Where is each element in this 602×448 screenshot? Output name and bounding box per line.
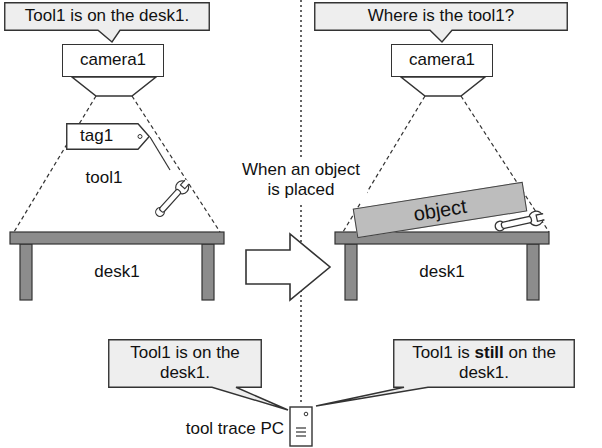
node-text: tag1 [80, 126, 113, 146]
transition-arrow [246, 234, 330, 300]
pc-icon [296, 435, 306, 436]
pc-icon [304, 412, 308, 416]
desk-leg [527, 244, 539, 300]
speech-bubble: Where is the tool1? [314, 2, 568, 31]
tag-string [150, 137, 170, 170]
pc-icon [290, 407, 312, 446]
speech-bubble: Tool1 is still on the desk1. [393, 339, 575, 388]
camera-box: camera1 [62, 44, 164, 77]
node-text: Tool1 is on the desk1. [12, 6, 202, 26]
desk-top [10, 232, 224, 244]
desk-leg [202, 244, 214, 300]
event-label: When an object is placed [235, 158, 367, 203]
node-text: Tool1 is still on the desk1. [401, 343, 567, 384]
desk-label: desk1 [419, 262, 464, 282]
camera-box: camera1 [391, 44, 493, 77]
pc-label: tool trace PC [186, 419, 284, 439]
pc-icon [296, 427, 306, 428]
bubble-path [5, 3, 210, 42]
view-line [14, 96, 96, 232]
node-text: camera1 [80, 50, 146, 70]
tag-shape [67, 124, 150, 150]
wrench-icon [152, 177, 192, 220]
tag-hole [138, 135, 142, 139]
bubble-path [109, 340, 288, 410]
node-text: Where is the tool1? [322, 6, 560, 26]
tag-label: tag1 [66, 123, 150, 150]
speech-bubble: Tool1 is on the desk1. [4, 2, 210, 31]
speech-bubble: Tool1 is on the desk1. [108, 339, 262, 388]
bubble-path [315, 3, 568, 42]
camera-lens [72, 77, 156, 96]
node-text: camera1 [409, 50, 475, 70]
desk-label: desk1 [94, 262, 139, 282]
camera-lens [401, 77, 485, 96]
node-text: Tool1 is on the desk1. [116, 343, 254, 384]
tool-label: tool1 [86, 168, 123, 188]
desk-leg [345, 244, 357, 300]
node-text: object [412, 194, 468, 226]
bubble-path [316, 340, 574, 406]
desk-leg [20, 244, 32, 300]
pc-icon [296, 431, 306, 432]
view-line [132, 96, 220, 232]
